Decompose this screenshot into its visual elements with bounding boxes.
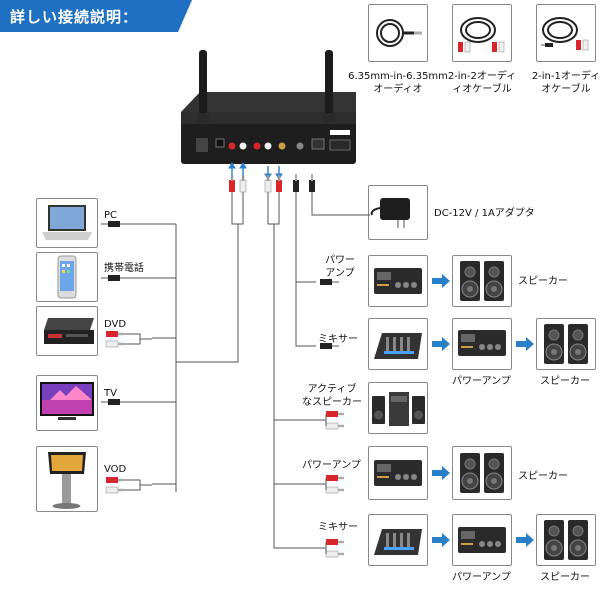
dvd-player-icon	[44, 318, 94, 344]
connection-lines	[120, 192, 370, 549]
cable-label-2in1: 2-in-1オーディオケーブル	[531, 71, 601, 95]
rca-plug-icon	[105, 331, 152, 494]
source-label-tv: TV	[104, 388, 117, 399]
speaker-icon	[459, 260, 589, 561]
audio-jack-icon	[101, 221, 120, 405]
page-title: 詳しい接続説明：	[10, 8, 139, 26]
active-speaker-label: アクティブなスピーカー	[302, 384, 362, 408]
power-amp-2-label: パワーアンプ	[302, 460, 361, 471]
mixer-2-speaker-label: スピーカー	[540, 572, 590, 583]
adapter-label: DC-12V / 1Aアダプタ	[434, 208, 535, 219]
antenna-icon	[197, 50, 335, 123]
vod-kiosk-icon	[48, 452, 86, 509]
power-amp-1-label: パワーアンプ	[325, 255, 355, 279]
header-banner	[0, 0, 192, 32]
mixer-1-label: ミキサー	[318, 334, 358, 345]
laptop-icon	[42, 205, 92, 240]
output-plug-icon	[316, 279, 345, 558]
active-speaker-icon	[372, 392, 425, 426]
receiver-icon	[181, 92, 356, 164]
speaker-2-label: スピーカー	[518, 471, 568, 482]
rca-plug-icon	[229, 174, 315, 193]
source-label-phone: 携帯電話	[104, 263, 144, 274]
source-label-pc: PC	[104, 210, 118, 221]
source-label-dvd: DVD	[104, 319, 127, 330]
mixer-2-label: ミキサー	[318, 522, 358, 533]
cable-label-2in2: 2-in-2オーディィオケーブル	[447, 71, 517, 95]
cable-box-2in2	[452, 4, 512, 62]
mixer-1-amp-label: パワーアンプ	[452, 376, 511, 387]
power-adapter-icon	[370, 198, 410, 228]
mixer-1-speaker-label: スピーカー	[540, 376, 590, 387]
cable-coil-icon	[376, 17, 589, 53]
speaker-1-label: スピーカー	[518, 276, 568, 287]
arrow-right-icon	[432, 274, 534, 547]
source-label-vod: VOD	[104, 464, 127, 475]
cable-box-2in1	[536, 4, 596, 62]
smartphone-icon	[57, 255, 77, 299]
mixer-icon	[374, 333, 422, 555]
tv-icon	[40, 382, 94, 420]
direction-arrows-icon	[228, 162, 283, 180]
mixer-2-amp-label: パワーアンプ	[452, 572, 511, 583]
